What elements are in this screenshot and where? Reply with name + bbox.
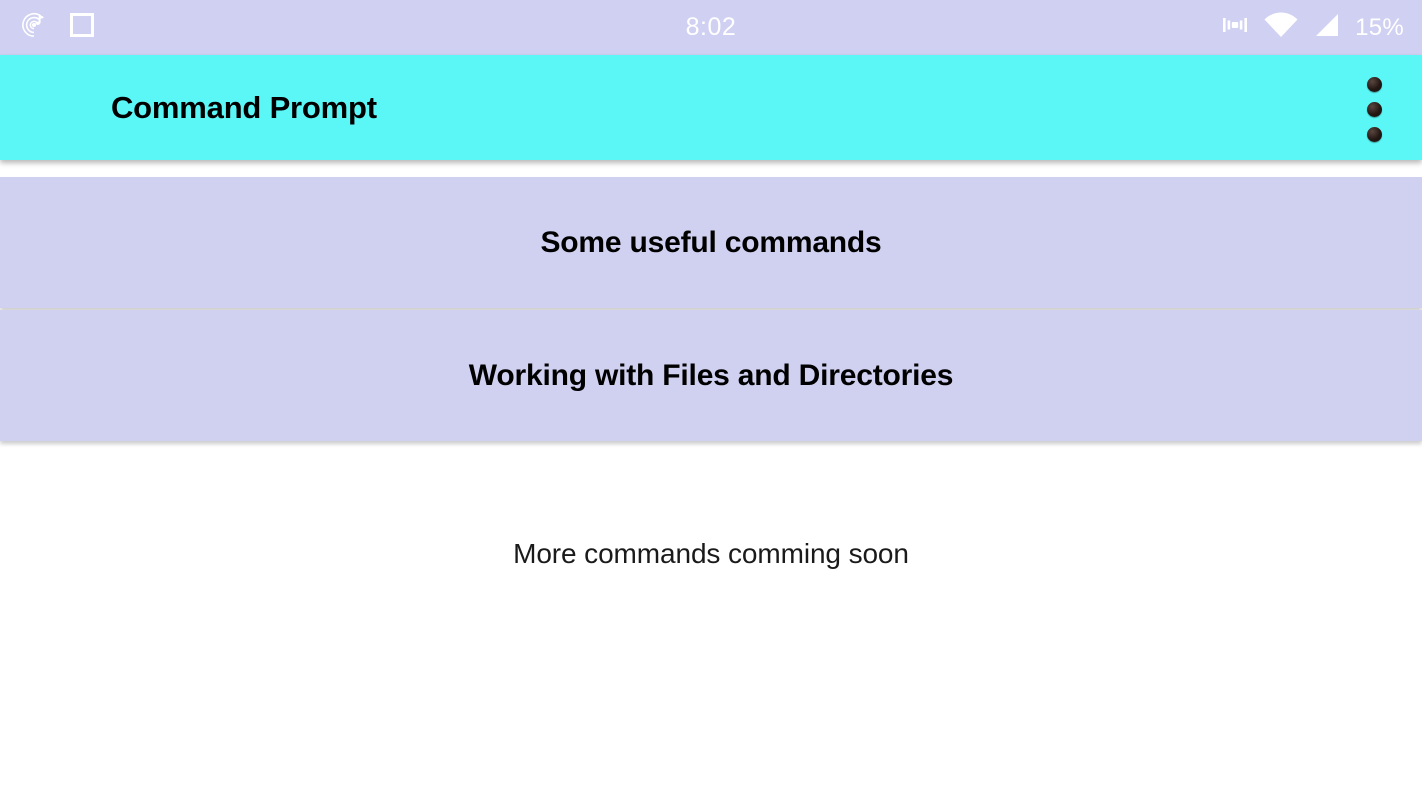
status-bar-notification-icons — [20, 9, 96, 46]
more-vertical-icon[interactable] — [1367, 77, 1382, 142]
status-bar-system-icons: 15% — [1220, 10, 1404, 45]
category-card-useful-commands[interactable]: Some useful commands — [0, 177, 1422, 308]
status-bar-clock-wrapper: 8:02 — [0, 13, 1422, 42]
page-title: Command Prompt — [111, 89, 377, 125]
music-note-disc-icon — [20, 9, 52, 46]
status-bar: 8:02 — [0, 0, 1422, 55]
card-label: Working with Files and Directories — [468, 358, 954, 392]
battery-percentage: 15% — [1355, 13, 1404, 41]
square-outline-icon — [68, 11, 96, 44]
cellular-signal-icon — [1312, 10, 1342, 45]
overflow-dot — [1367, 127, 1382, 142]
category-card-files-and-directories[interactable]: Working with Files and Directories — [0, 310, 1422, 441]
status-bar-clock: 8:02 — [685, 13, 737, 41]
vibrate-icon — [1220, 10, 1250, 45]
coming-soon-note: More commands comming soon — [513, 538, 909, 569]
overflow-dot — [1367, 77, 1382, 92]
card-label: Some useful commands — [540, 225, 882, 259]
overflow-dot — [1367, 102, 1382, 117]
main-content: Some useful commands Working with Files … — [0, 160, 1422, 800]
app-bar: Command Prompt — [0, 55, 1422, 160]
wifi-icon — [1263, 10, 1299, 45]
